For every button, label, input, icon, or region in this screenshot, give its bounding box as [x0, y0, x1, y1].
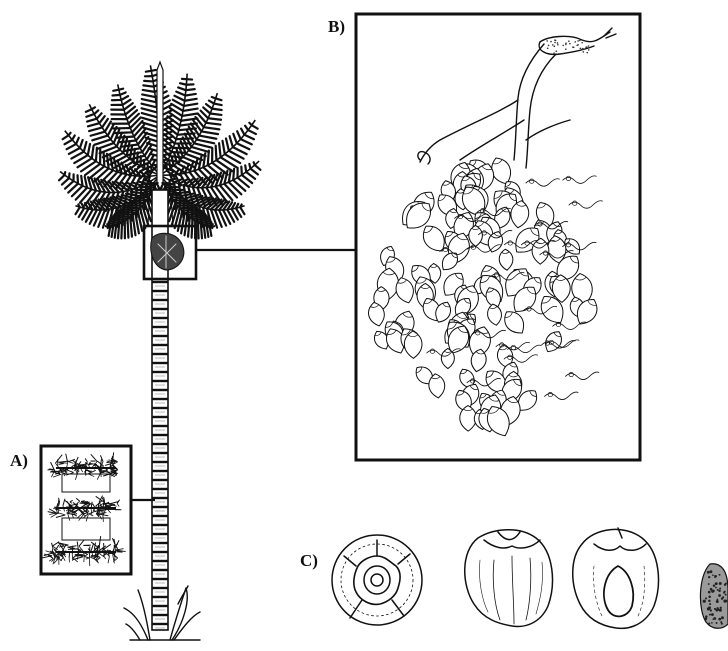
panel-a-label: A)	[10, 451, 28, 470]
panel-c: C)	[300, 528, 728, 628]
panel-b-label: B)	[328, 17, 345, 36]
panel-a: A)	[10, 446, 155, 574]
fruit-top-view	[332, 535, 422, 625]
panel-b: B)	[328, 14, 640, 460]
seed	[700, 564, 728, 629]
panel-c-label: C)	[300, 551, 318, 570]
fruit-longitudinal-section	[573, 528, 659, 628]
fruit-side-view	[465, 530, 553, 627]
